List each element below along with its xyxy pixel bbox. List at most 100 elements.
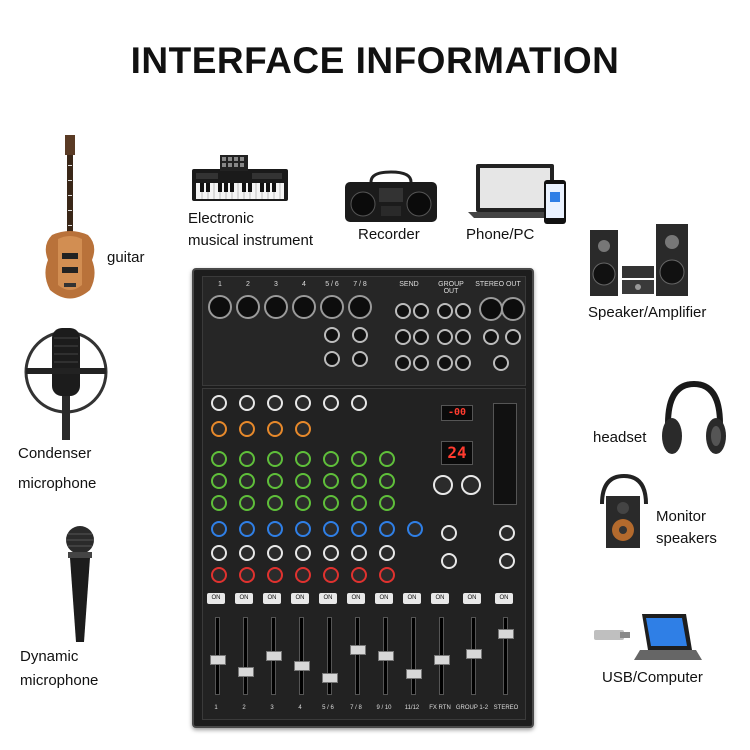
comp-knob[interactable] [295,421,311,437]
group-out-jack[interactable] [455,329,471,345]
eq-low-knob[interactable] [295,495,311,511]
channel-on-button[interactable]: ON [375,593,393,604]
gain-knob[interactable] [211,395,227,411]
gain-knob[interactable] [323,395,339,411]
pan-knob[interactable] [211,545,227,561]
eq-high-knob[interactable] [211,451,227,467]
eq-high-knob[interactable] [351,451,367,467]
aux-knob[interactable] [295,521,311,537]
eq-low-knob[interactable] [211,495,227,511]
send-jack[interactable] [413,303,429,319]
fx-send-knob[interactable] [379,567,395,583]
aux-knob[interactable] [407,521,423,537]
gain-knob[interactable] [239,395,255,411]
fader-handle[interactable] [350,645,366,655]
fx-send-knob[interactable] [351,567,367,583]
gain-knob[interactable] [295,395,311,411]
fader-handle[interactable] [466,649,482,659]
group-out-jack[interactable] [437,329,453,345]
channel-on-button[interactable]: ON [291,593,309,604]
pan-knob[interactable] [351,545,367,561]
eq-high-knob[interactable] [267,451,283,467]
fader-handle[interactable] [210,655,226,665]
stereo-out-xlr[interactable] [479,297,503,321]
xlr-input-jack[interactable] [236,295,260,319]
line-input-jack[interactable] [352,327,368,343]
gain-knob[interactable] [351,395,367,411]
fader-handle[interactable] [294,661,310,671]
fader-handle[interactable] [266,651,282,661]
fader-handle[interactable] [406,669,422,679]
eq-high-knob[interactable] [239,451,255,467]
stereo-out-jack[interactable] [483,329,499,345]
group-out-jack[interactable] [455,303,471,319]
xlr-input-jack[interactable] [292,295,316,319]
xlr-input-jack[interactable] [208,295,232,319]
eq-mid-knob[interactable] [323,473,339,489]
aux-knob[interactable] [351,521,367,537]
eq-low-knob[interactable] [323,495,339,511]
channel-on-button[interactable]: ON [207,593,225,604]
stereo-out-xlr[interactable] [501,297,525,321]
aux-master-knob[interactable] [441,525,457,541]
send-jack[interactable] [413,355,429,371]
pan-knob[interactable] [239,545,255,561]
stereo-out-jack[interactable] [505,329,521,345]
fx-send-knob[interactable] [323,567,339,583]
send-jack[interactable] [395,355,411,371]
fx-send-knob[interactable] [239,567,255,583]
fx-send-knob[interactable] [295,567,311,583]
eq-mid-knob[interactable] [239,473,255,489]
aux-knob[interactable] [323,521,339,537]
channel-on-button[interactable]: ON [347,593,365,604]
channel-on-button[interactable]: ON [235,593,253,604]
group-out-jack[interactable] [455,355,471,371]
send-jack[interactable] [413,329,429,345]
channel-on-button[interactable]: ON [495,593,513,604]
comp-knob[interactable] [267,421,283,437]
comp-knob[interactable] [239,421,255,437]
group-out-jack[interactable] [437,303,453,319]
monitor-level-knob[interactable] [499,525,515,541]
eq-mid-knob[interactable] [295,473,311,489]
channel-on-button[interactable]: ON [319,593,337,604]
eq-high-knob[interactable] [295,451,311,467]
eq-low-knob[interactable] [379,495,395,511]
xlr-input-jack[interactable] [320,295,344,319]
channel-on-button[interactable]: ON [463,593,481,604]
phones-jack[interactable] [493,355,509,371]
channel-on-button[interactable]: ON [431,593,449,604]
phones-knob[interactable] [499,553,515,569]
eq-mid-knob[interactable] [379,473,395,489]
group-out-jack[interactable] [437,355,453,371]
fader-handle[interactable] [378,651,394,661]
channel-on-button[interactable]: ON [263,593,281,604]
aux-knob[interactable] [239,521,255,537]
pan-knob[interactable] [295,545,311,561]
line-input-jack[interactable] [324,351,340,367]
line-input-jack[interactable] [352,351,368,367]
xlr-input-jack[interactable] [348,295,372,319]
fader-handle[interactable] [322,673,338,683]
pan-knob[interactable] [323,545,339,561]
eq-high-knob[interactable] [379,451,395,467]
send-jack[interactable] [395,329,411,345]
line-input-jack[interactable] [324,327,340,343]
aux-knob[interactable] [211,521,227,537]
pan-knob[interactable] [379,545,395,561]
eq-low-knob[interactable] [351,495,367,511]
eq-mid-knob[interactable] [267,473,283,489]
gain-knob[interactable] [267,395,283,411]
fader-handle[interactable] [498,629,514,639]
parameter-knob[interactable] [461,475,481,495]
channel-on-button[interactable]: ON [403,593,421,604]
fx-send-knob[interactable] [211,567,227,583]
aux-master-knob[interactable] [441,553,457,569]
eq-mid-knob[interactable] [211,473,227,489]
pan-knob[interactable] [267,545,283,561]
fader-handle[interactable] [434,655,450,665]
eq-low-knob[interactable] [239,495,255,511]
eq-mid-knob[interactable] [351,473,367,489]
send-jack[interactable] [395,303,411,319]
xlr-input-jack[interactable] [264,295,288,319]
